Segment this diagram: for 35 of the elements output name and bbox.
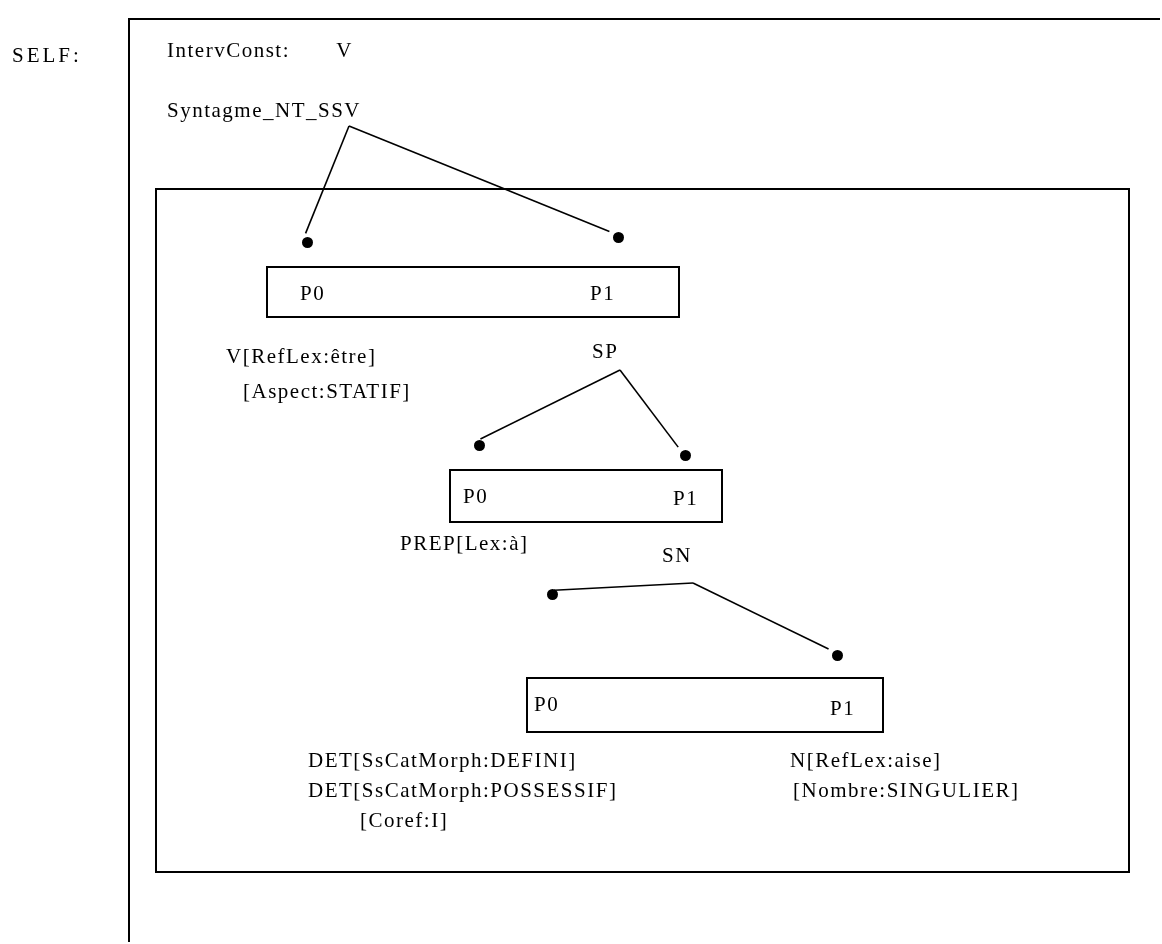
tree-node-dot	[613, 232, 624, 243]
category-label: SN	[654, 542, 734, 587]
position-label: P1	[673, 485, 699, 511]
tree-branch-line	[348, 125, 611, 233]
category-label: Syntagme_NT_SSV	[162, 97, 472, 128]
tree-branch-line	[304, 125, 350, 235]
tree-branch-line	[479, 369, 621, 440]
position-label: P0	[534, 691, 560, 717]
position-box	[526, 677, 884, 733]
position-label: P0	[300, 280, 326, 306]
feature-label: N[RefLex:aise]	[790, 747, 942, 773]
tree-branch-line	[692, 582, 830, 650]
position-label: P1	[590, 280, 616, 306]
tree-node-dot	[680, 450, 691, 461]
feature-label: [Aspect:STATIF]	[243, 378, 411, 404]
feature-label: DET[SsCatMorph:DEFINI]	[308, 747, 577, 773]
position-box	[266, 266, 680, 318]
category-label: SP	[584, 338, 664, 374]
feature-label: [Coref:I]	[360, 807, 449, 833]
feature-label: V[RefLex:être]	[226, 343, 377, 369]
tree-node-dot	[832, 650, 843, 661]
attribute-label: IntervConst: V	[167, 37, 354, 63]
tree-node-dot	[474, 440, 485, 451]
inner-frame	[155, 188, 1130, 873]
feature-label: [Nombre:SINGULIER]	[793, 777, 1020, 803]
tree-node-dot	[302, 237, 313, 248]
feature-label: DET[SsCatMorph:POSSESSIF]	[308, 777, 618, 803]
position-box	[449, 469, 723, 523]
tree-branch-line	[619, 369, 679, 448]
frame-heading: SELF:	[12, 42, 82, 68]
tree-node-dot	[547, 589, 558, 600]
tree-branch-line	[553, 582, 694, 591]
position-label: P0	[463, 483, 489, 509]
position-label: P1	[830, 695, 856, 721]
feature-label: PREP[Lex:à]	[400, 530, 529, 556]
